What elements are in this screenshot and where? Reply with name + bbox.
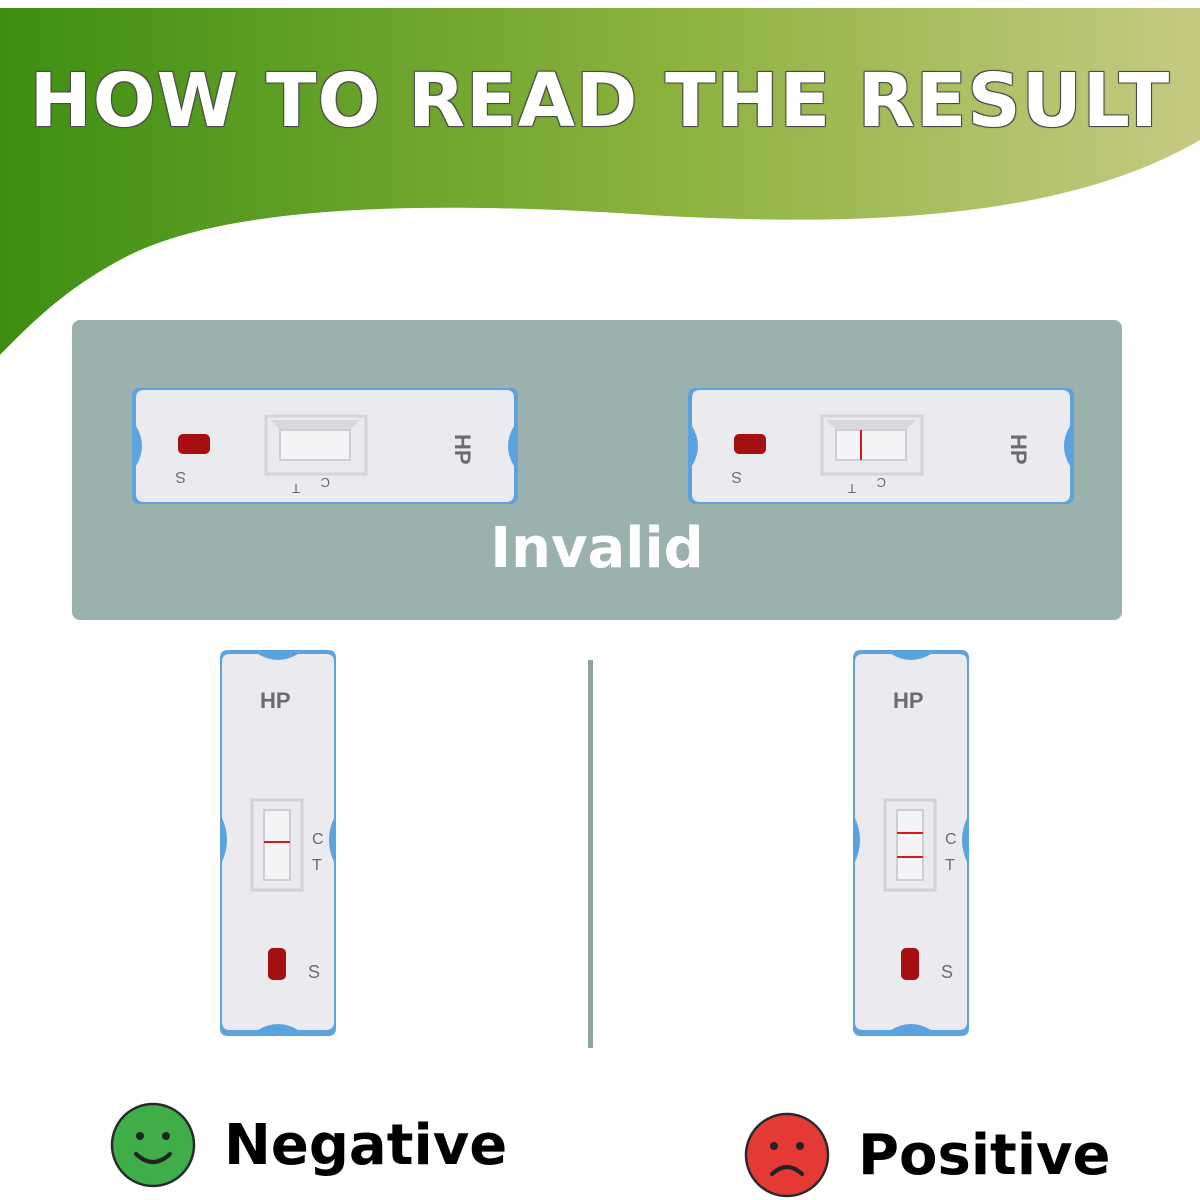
sample-mark: S — [731, 468, 742, 485]
test-mark: T — [848, 481, 856, 496]
cassette-brand-label: HP — [1006, 434, 1031, 465]
cassette-invalid-1: HP S C T — [132, 388, 518, 504]
control-mark: C — [945, 831, 957, 848]
control-mark: C — [321, 475, 330, 490]
test-mark: T — [945, 857, 955, 874]
cassette-positive: HP C T S — [853, 650, 969, 1036]
sad-face-icon — [744, 1112, 830, 1198]
negative-label: Negative — [224, 1112, 508, 1178]
page-title: HOW TO READ THE RESULT — [29, 58, 1171, 144]
sample-mark: S — [941, 962, 953, 982]
header-banner — [0, 8, 1200, 355]
test-mark: T — [292, 481, 300, 496]
control-mark: C — [312, 831, 324, 848]
invalid-panel: HP S C T HP S C T Invalid — [72, 320, 1122, 620]
cassette-brand-label: HP — [260, 688, 291, 713]
sample-mark: S — [175, 468, 186, 485]
invalid-label: Invalid — [490, 516, 704, 581]
test-mark: T — [312, 857, 322, 874]
control-line — [897, 832, 923, 834]
cassette-brand-label: HP — [450, 434, 475, 465]
sample-mark: S — [308, 962, 320, 982]
smiley-face-icon — [110, 1102, 196, 1188]
result-negative: Negative — [110, 1100, 507, 1190]
cassette-negative: HP C T S — [220, 650, 336, 1036]
test-line — [897, 856, 923, 858]
test-line — [860, 430, 862, 460]
result-positive: Positive — [744, 1110, 1111, 1200]
positive-label: Positive — [858, 1122, 1111, 1188]
cassette-invalid-2: HP S C T — [688, 388, 1074, 504]
cassette-brand-label: HP — [893, 688, 924, 713]
control-mark: C — [877, 475, 886, 490]
control-line — [264, 841, 290, 843]
divider — [588, 660, 593, 1048]
